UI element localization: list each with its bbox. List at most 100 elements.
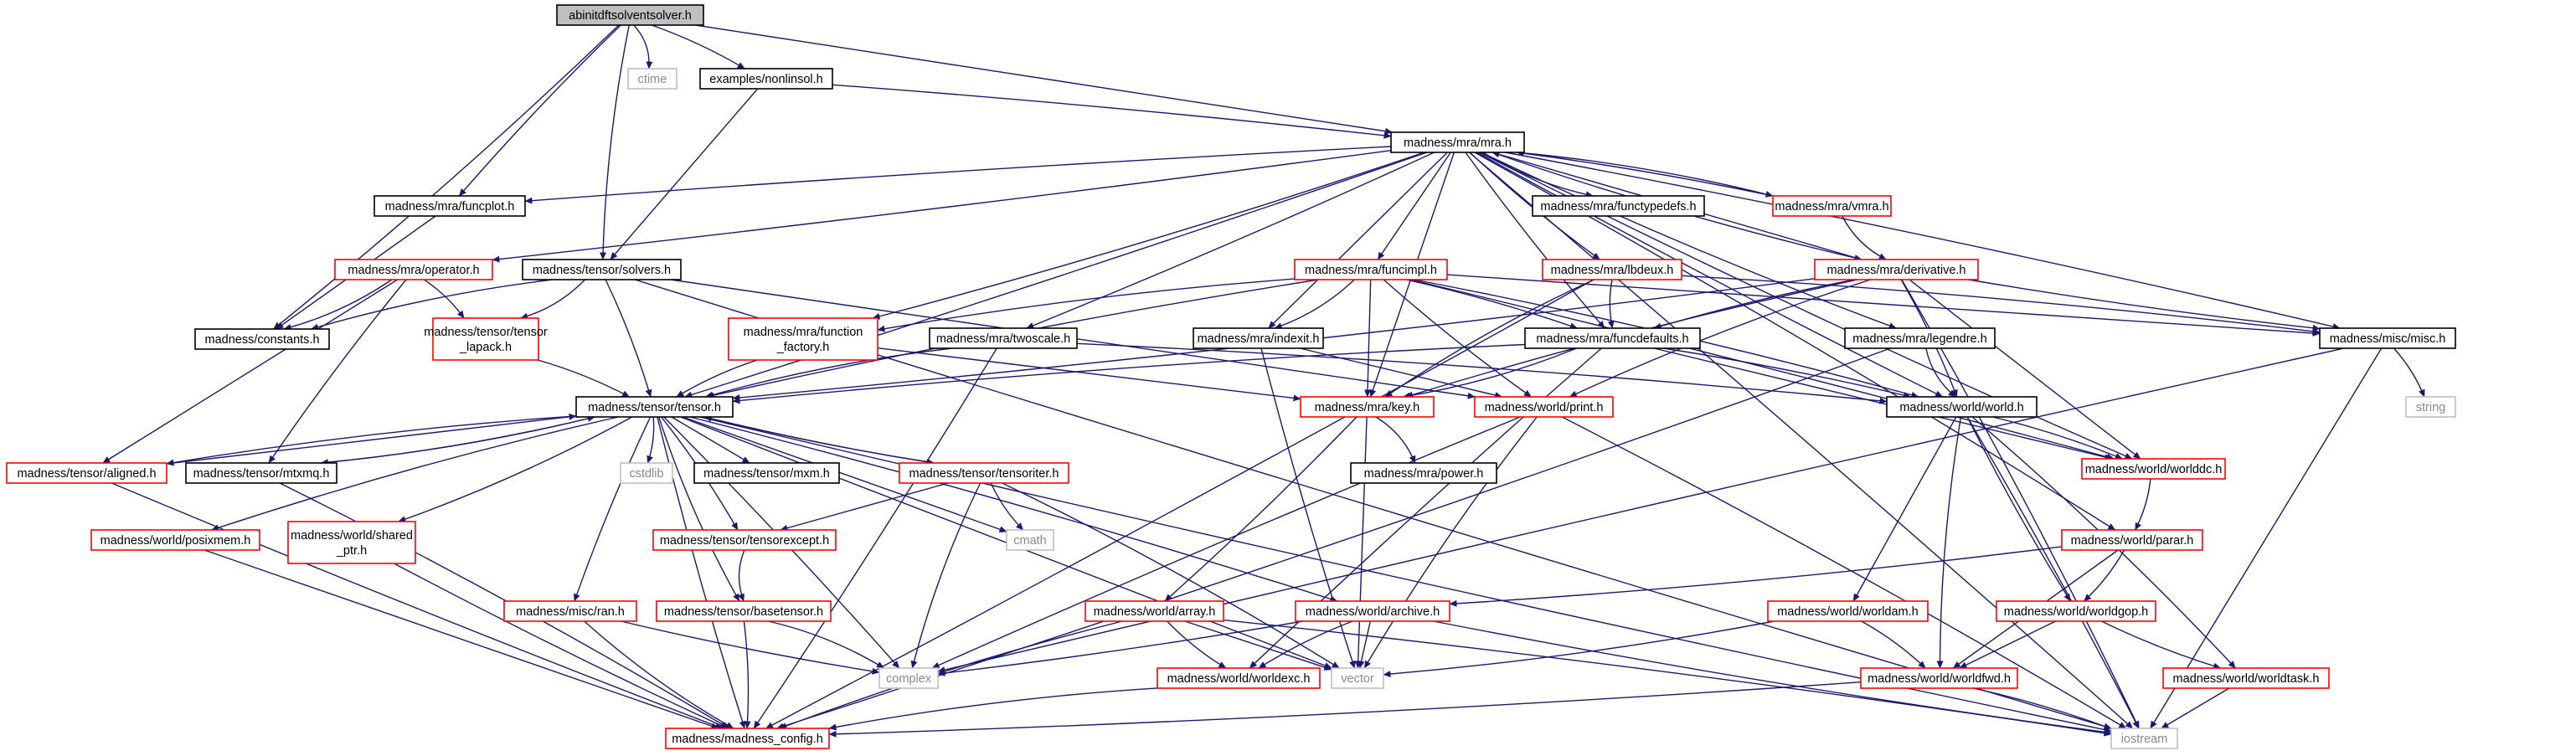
node-shared_ptr[interactable]: madness/world/shared_ptr.h bbox=[287, 521, 416, 564]
node-nonlinsol[interactable]: examples/nonlinsol.h bbox=[699, 68, 833, 90]
node-tensor[interactable]: madness/tensor/tensor.h bbox=[575, 396, 734, 418]
node-box bbox=[194, 328, 330, 350]
edge-tensor-to-cmath bbox=[683, 416, 1007, 533]
edge-misc-to-string bbox=[2393, 347, 2425, 398]
node-box bbox=[1524, 327, 1701, 349]
node-box bbox=[1006, 529, 1054, 551]
node-funcdefaults[interactable]: madness/mra/funcdefaults.h bbox=[1524, 327, 1701, 349]
node-tensor_lapack[interactable]: madness/tensor/tensor_lapack.h bbox=[424, 317, 548, 361]
node-tensorexcept[interactable]: madness/tensor/tensorexcept.h bbox=[652, 529, 837, 551]
edge-operator-to-tensor_lapack bbox=[424, 279, 465, 319]
edge-vmra-to-derivative bbox=[1842, 215, 1887, 260]
node-label: madness/world/worldgop.h bbox=[2004, 605, 2148, 619]
edge-legendre-to-world bbox=[1925, 347, 1956, 398]
node-worldam[interactable]: madness/world/worldam.h bbox=[1767, 600, 1929, 622]
edge-tensor_lapack-to-tensor bbox=[538, 359, 631, 398]
node-label: iostream bbox=[2121, 733, 2168, 746]
edge-tensor-to-posixmem bbox=[211, 416, 619, 532]
node-label: madness/mra/indexit.h bbox=[1198, 332, 1320, 346]
node-worlddc[interactable]: madness/world/worlddc.h bbox=[2081, 458, 2226, 480]
node-mra[interactable]: madness/mra/mra.h bbox=[1390, 131, 1525, 153]
edge-funcimpl-to-worlddc bbox=[1409, 279, 2115, 460]
node-box bbox=[627, 68, 677, 90]
node-label: _factory.h bbox=[776, 341, 830, 354]
edge-key-to-vector bbox=[1354, 416, 1368, 669]
node-label: madness/constants.h bbox=[204, 333, 319, 347]
node-madness_config[interactable]: madness/madness_config.h bbox=[665, 728, 830, 749]
edge-lbdeux-to-key bbox=[1384, 279, 1595, 398]
node-label: madness/mra/function bbox=[744, 326, 863, 339]
node-worldexc[interactable]: madness/world/worldexc.h bbox=[1157, 667, 1321, 689]
edge-tensor-to-archive bbox=[689, 416, 1338, 603]
node-archive[interactable]: madness/world/archive.h bbox=[1295, 600, 1450, 622]
node-posixmem[interactable]: madness/world/posixmem.h bbox=[90, 529, 260, 551]
node-funcplot[interactable]: madness/mra/funcplot.h bbox=[374, 195, 526, 217]
node-label: madness/tensor/tensor bbox=[424, 326, 548, 339]
edge-tensor-to-cstdlib bbox=[647, 416, 655, 464]
node-box bbox=[334, 259, 493, 280]
node-print[interactable]: madness/world/print.h bbox=[1474, 396, 1614, 418]
node-worldgop[interactable]: madness/world/worldgop.h bbox=[1996, 600, 2156, 622]
edge-tensor-to-aligned bbox=[166, 415, 577, 466]
node-label: madness/mra/funcplot.h bbox=[385, 200, 515, 213]
node-world[interactable]: madness/world/world.h bbox=[1886, 396, 2038, 418]
edge-ran-to-complex bbox=[621, 620, 880, 675]
node-key[interactable]: madness/mra/key.h bbox=[1300, 396, 1435, 418]
edge-funcimpl-to-key bbox=[1364, 279, 1372, 398]
node-basetensor[interactable]: madness/tensor/basetensor.h bbox=[656, 600, 832, 622]
node-box bbox=[1294, 259, 1448, 280]
node-array[interactable]: madness/world/array.h bbox=[1084, 600, 1224, 622]
node-box bbox=[503, 600, 637, 622]
node-box bbox=[522, 259, 682, 280]
node-worldtask[interactable]: madness/world/worldtask.h bbox=[2162, 667, 2330, 689]
node-lbdeux[interactable]: madness/mra/lbdeux.h bbox=[1542, 259, 1682, 280]
node-twoscale[interactable]: madness/mra/twoscale.h bbox=[929, 327, 1078, 349]
edge-worldgop-to-worldtask bbox=[2101, 620, 2222, 670]
edge-function_factory-to-tensor bbox=[676, 359, 758, 398]
node-indexit[interactable]: madness/mra/indexit.h bbox=[1193, 327, 1324, 349]
node-parar[interactable]: madness/world/parar.h bbox=[2061, 529, 2203, 551]
node-box bbox=[432, 317, 539, 361]
node-operator[interactable]: madness/mra/operator.h bbox=[334, 259, 493, 280]
node-funcimpl[interactable]: madness/mra/funcimpl.h bbox=[1294, 259, 1448, 280]
node-cmath: cmath bbox=[1006, 529, 1054, 551]
edge-ran-to-madness_config bbox=[584, 620, 734, 729]
edge-print-to-vector bbox=[1363, 416, 1538, 669]
node-function_factory[interactable]: madness/mra/function _factory.h bbox=[728, 317, 878, 361]
edge-basetensor-to-complex bbox=[768, 620, 884, 669]
node-tensoriter[interactable]: madness/tensor/tensoriter.h bbox=[899, 462, 1069, 484]
node-vmra[interactable]: madness/mra/vmra.h bbox=[1772, 195, 1892, 217]
edge-funcdefaults-to-worlddc bbox=[1654, 347, 2113, 460]
node-ran[interactable]: madness/misc/ran.h bbox=[503, 600, 637, 622]
edge-print-to-complex bbox=[931, 416, 1521, 669]
node-power[interactable]: madness/mra/power.h bbox=[1350, 462, 1497, 484]
edge-mra-to-tensor bbox=[684, 152, 1428, 399]
node-label: madness/tensor/basetensor.h bbox=[664, 605, 823, 619]
edge-funcdefaults-to-key bbox=[1402, 347, 1577, 399]
node-aligned[interactable]: madness/tensor/aligned.h bbox=[6, 462, 167, 484]
edge-key-to-array bbox=[1164, 416, 1358, 602]
edge-root-to-constants bbox=[273, 24, 620, 330]
node-box bbox=[899, 462, 1069, 484]
node-mtxmq[interactable]: madness/tensor/mtxmq.h bbox=[185, 462, 337, 484]
node-box bbox=[1350, 462, 1497, 484]
node-functypedefs[interactable]: madness/mra/functypedefs.h bbox=[1532, 195, 1705, 217]
edge-mtxmq-to-tensor bbox=[321, 415, 595, 464]
node-root: abinitdftsolventsolver.h bbox=[556, 4, 704, 26]
node-label: ctime bbox=[638, 73, 667, 86]
node-box bbox=[1474, 396, 1614, 418]
edge-derivative-to-print bbox=[1569, 279, 1871, 398]
edge-worldtask-to-iostream bbox=[2161, 687, 2230, 729]
node-misc[interactable]: madness/misc/misc.h bbox=[2319, 327, 2456, 349]
node-solvers[interactable]: madness/tensor/solvers.h bbox=[522, 259, 682, 280]
node-legendre[interactable]: madness/mra/legendre.h bbox=[1844, 327, 1996, 349]
node-worldfwd[interactable]: madness/world/worldfwd.h bbox=[1860, 667, 2018, 689]
node-box bbox=[287, 521, 416, 564]
node-box bbox=[2162, 667, 2330, 689]
node-mxm[interactable]: madness/tensor/mxm.h bbox=[693, 462, 840, 484]
node-box bbox=[652, 529, 837, 551]
node-constants[interactable]: madness/constants.h bbox=[194, 328, 330, 350]
node-derivative[interactable]: madness/mra/derivative.h bbox=[1814, 259, 1979, 280]
edge-root-to-ctime bbox=[633, 24, 653, 69]
edge-worldfwd-to-madness_config bbox=[828, 681, 1862, 738]
